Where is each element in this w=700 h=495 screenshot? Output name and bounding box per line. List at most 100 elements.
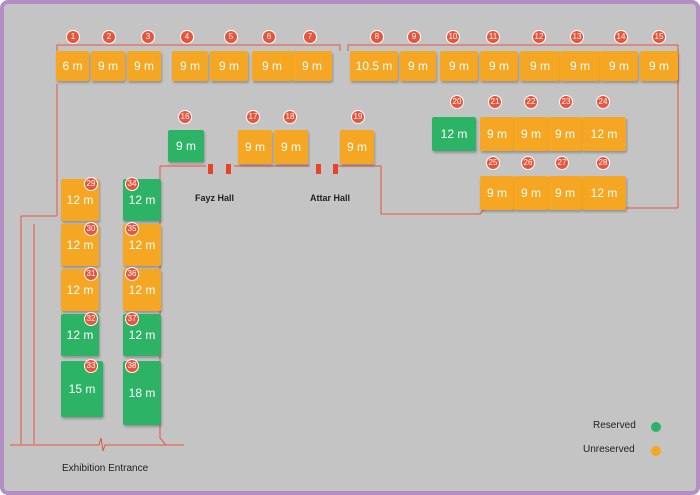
- booth-size: 12 m: [66, 238, 94, 252]
- booth-9[interactable]: 9 m: [400, 51, 436, 81]
- booth-size: 12 m: [128, 328, 156, 342]
- booth-number-badge: 31: [84, 267, 98, 281]
- door-icon: [208, 164, 213, 174]
- booth-size: 9 m: [648, 59, 669, 73]
- booth-14[interactable]: 9 m: [600, 51, 638, 81]
- booth-number-badge: 11: [486, 30, 500, 44]
- booth-12[interactable]: 9 m: [520, 51, 560, 81]
- booth-size: 18 m: [128, 386, 156, 400]
- booth-number-badge: 23: [559, 95, 573, 109]
- booth-number-badge: 10: [446, 30, 460, 44]
- booth-26[interactable]: 9 m: [514, 176, 548, 210]
- booth-16[interactable]: 9 m: [168, 130, 204, 162]
- booth-size: 9 m: [301, 59, 322, 73]
- booth-19[interactable]: 9 m: [340, 130, 374, 164]
- booth-18[interactable]: 9 m: [274, 130, 308, 164]
- booth-number-badge: 30: [84, 222, 98, 236]
- booth-size: 9 m: [488, 59, 509, 73]
- reserved-dot-icon: [651, 422, 661, 432]
- booth-number-badge: 16: [178, 110, 192, 124]
- booth-number-badge: 7: [303, 30, 317, 44]
- booth-number-badge: 28: [596, 156, 610, 170]
- booth-number-badge: 25: [486, 156, 500, 170]
- booth-24[interactable]: 12 m: [582, 117, 626, 151]
- booth-number-badge: 13: [570, 30, 584, 44]
- booth-20[interactable]: 12 m: [432, 117, 476, 151]
- booth-size: 9 m: [179, 59, 200, 73]
- booth-17[interactable]: 9 m: [238, 130, 272, 164]
- booth-number-badge: 33: [84, 359, 98, 373]
- booth-number-badge: 21: [488, 95, 502, 109]
- booth-size: 9 m: [554, 186, 575, 200]
- booth-number-badge: 19: [351, 110, 365, 124]
- booth-size: 12 m: [66, 328, 94, 342]
- booth-number-badge: 12: [532, 30, 546, 44]
- booth-size: 12 m: [128, 193, 156, 207]
- booth-size: 9 m: [407, 59, 428, 73]
- booth-size: 9 m: [608, 59, 629, 73]
- booth-number-badge: 26: [521, 156, 535, 170]
- booth-size: 12 m: [128, 238, 156, 252]
- booth-25[interactable]: 9 m: [480, 176, 514, 210]
- booth-number-badge: 1: [66, 30, 80, 44]
- door-icon: [226, 164, 231, 174]
- booth-11[interactable]: 9 m: [480, 51, 518, 81]
- booth-size: 9 m: [486, 127, 507, 141]
- booth-2[interactable]: 9 m: [91, 51, 125, 81]
- booth-size: 10.5 m: [355, 59, 393, 73]
- door-icon: [316, 164, 321, 174]
- booth-number-badge: 18: [283, 110, 297, 124]
- booth-size: 9 m: [486, 186, 507, 200]
- unreserved-dot-icon: [651, 446, 661, 456]
- booth-size: 12 m: [590, 127, 618, 141]
- booth-size: 9 m: [520, 186, 541, 200]
- booth-number-badge: 3: [141, 30, 155, 44]
- booth-number-badge: 9: [407, 30, 421, 44]
- booth-size: 6 m: [62, 59, 83, 73]
- booth-10[interactable]: 9 m: [440, 51, 478, 81]
- legend-label-unreserved: Unreserved: [583, 444, 635, 455]
- booth-size: 12 m: [66, 283, 94, 297]
- booth-size: 9 m: [280, 140, 301, 154]
- booth-number-badge: 17: [246, 110, 260, 124]
- entrance-label: Exhibition Entrance: [62, 463, 149, 474]
- booth-15[interactable]: 9 m: [640, 51, 678, 81]
- booth-size: 9 m: [346, 140, 367, 154]
- booth-number-badge: 32: [84, 312, 98, 326]
- booth-8[interactable]: 10.5 m: [350, 51, 398, 81]
- booth-7[interactable]: 9 m: [292, 51, 332, 81]
- booth-number-badge: 5: [224, 30, 238, 44]
- booth-number-badge: 6: [262, 30, 276, 44]
- booth-number-badge: 29: [84, 177, 98, 191]
- booth-size: 12 m: [66, 193, 94, 207]
- booth-3[interactable]: 9 m: [127, 51, 161, 81]
- booth-number-badge: 15: [652, 30, 666, 44]
- booth-6[interactable]: 9 m: [252, 51, 292, 81]
- booth-27[interactable]: 9 m: [548, 176, 582, 210]
- booth-5[interactable]: 9 m: [210, 51, 248, 81]
- booth-size: 9 m: [554, 127, 575, 141]
- booth-number-badge: 4: [180, 30, 194, 44]
- booth-22[interactable]: 9 m: [514, 117, 548, 151]
- booth-size: 9 m: [175, 139, 196, 153]
- booth-28[interactable]: 12 m: [582, 176, 626, 210]
- booth-number-badge: 2: [102, 30, 116, 44]
- booth-size: 9 m: [244, 140, 265, 154]
- booth-size: 9 m: [448, 59, 469, 73]
- booth-23[interactable]: 9 m: [548, 117, 582, 151]
- hall-label-fayz: Fayz Hall: [195, 193, 235, 203]
- booth-number-badge: 24: [596, 95, 610, 109]
- booth-size: 9 m: [218, 59, 239, 73]
- door-icon: [333, 164, 338, 174]
- booth-number-badge: 35: [125, 222, 139, 236]
- booth-1[interactable]: 6 m: [56, 51, 89, 81]
- booth-4[interactable]: 9 m: [172, 51, 208, 81]
- booth-size: 9 m: [569, 59, 590, 73]
- booth-13[interactable]: 9 m: [560, 51, 600, 81]
- booth-21[interactable]: 9 m: [480, 117, 514, 151]
- booth-number-badge: 34: [125, 177, 139, 191]
- booth-size: 12 m: [440, 127, 468, 141]
- booth-size: 9 m: [97, 59, 118, 73]
- booth-size: 9 m: [133, 59, 154, 73]
